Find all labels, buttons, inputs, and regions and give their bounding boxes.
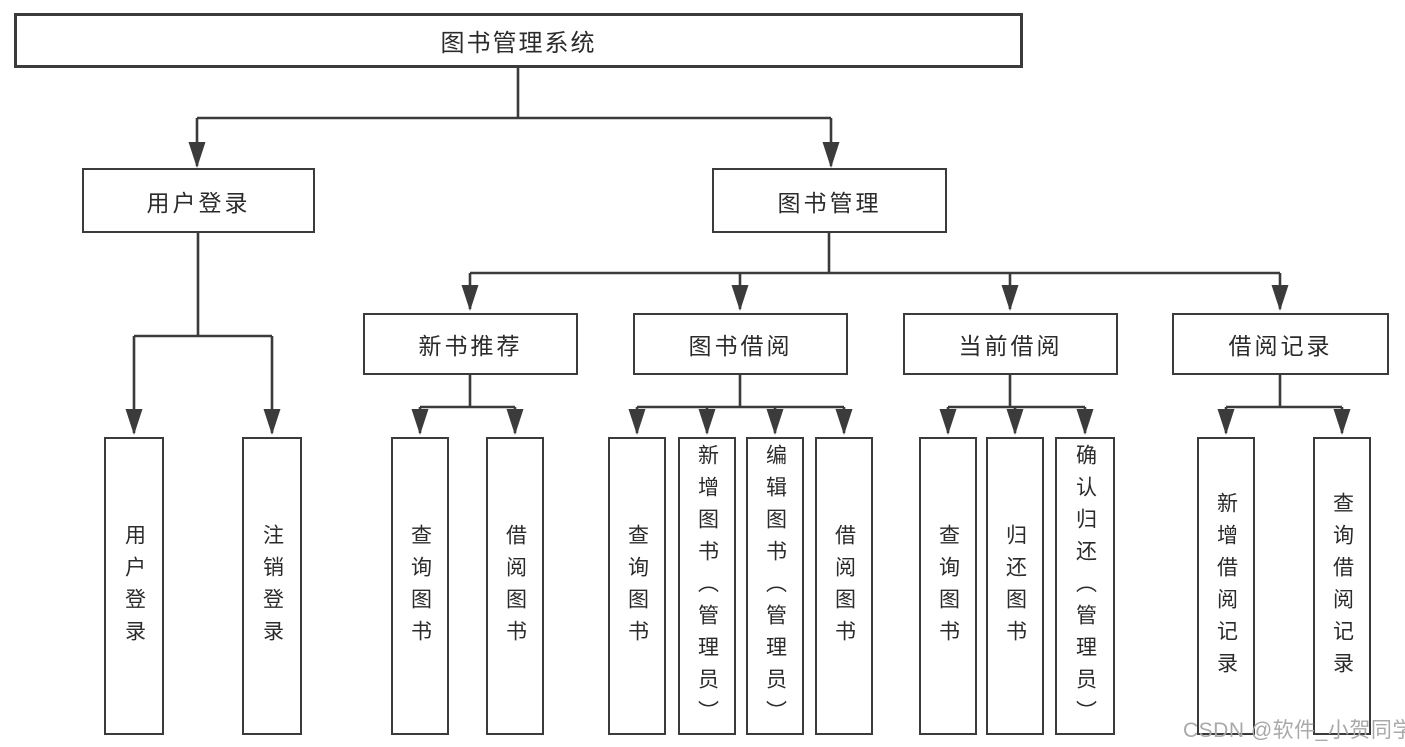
leaf-borrow-books-recommend: 借阅图书: [486, 437, 544, 735]
node-borrow-records: 借阅记录: [1172, 313, 1389, 375]
leaf-user-login: 用户登录: [104, 437, 164, 735]
connector-root-split: [188, 66, 840, 168]
csdn-watermark: CSDN @软件_小贺同学: [1183, 719, 1405, 742]
leaf-query-books-current: 查询图书: [919, 437, 977, 735]
node-new-book-recommend: 新书推荐: [363, 313, 578, 375]
leaf-confirm-return-admin: 确认归还（管理员）: [1055, 437, 1115, 735]
leaf-add-book-admin: 新增图书（管理员）: [678, 437, 736, 735]
leaf-edit-book-admin: 编辑图书（管理员）: [746, 437, 804, 735]
leaf-query-borrow-record: 查询借阅记录: [1313, 437, 1371, 735]
node-current-borrow: 当前借阅: [903, 313, 1118, 375]
connector-user-login-split: [125, 233, 281, 435]
leaf-query-books-recommend: 查询图书: [391, 437, 449, 735]
connector-new-book-split: [411, 375, 524, 435]
node-book-borrow: 图书借阅: [633, 313, 848, 375]
node-user-login: 用户登录: [82, 168, 315, 233]
connector-current-borrow-split: [939, 375, 1094, 435]
connector-book-borrow-split: [628, 375, 853, 435]
leaf-add-borrow-record: 新增借阅记录: [1197, 437, 1255, 735]
connector-book-mgmt-split: [461, 233, 1289, 311]
leaf-logout-login: 注销登录: [242, 437, 302, 735]
leaf-return-book: 归还图书: [986, 437, 1044, 735]
leaf-borrow-books: 借阅图书: [815, 437, 873, 735]
node-library-management-system: 图书管理系统: [14, 13, 1023, 68]
leaf-query-books-borrow: 查询图书: [608, 437, 666, 735]
connector-borrow-record-split: [1217, 375, 1351, 435]
node-book-management: 图书管理: [712, 168, 947, 233]
